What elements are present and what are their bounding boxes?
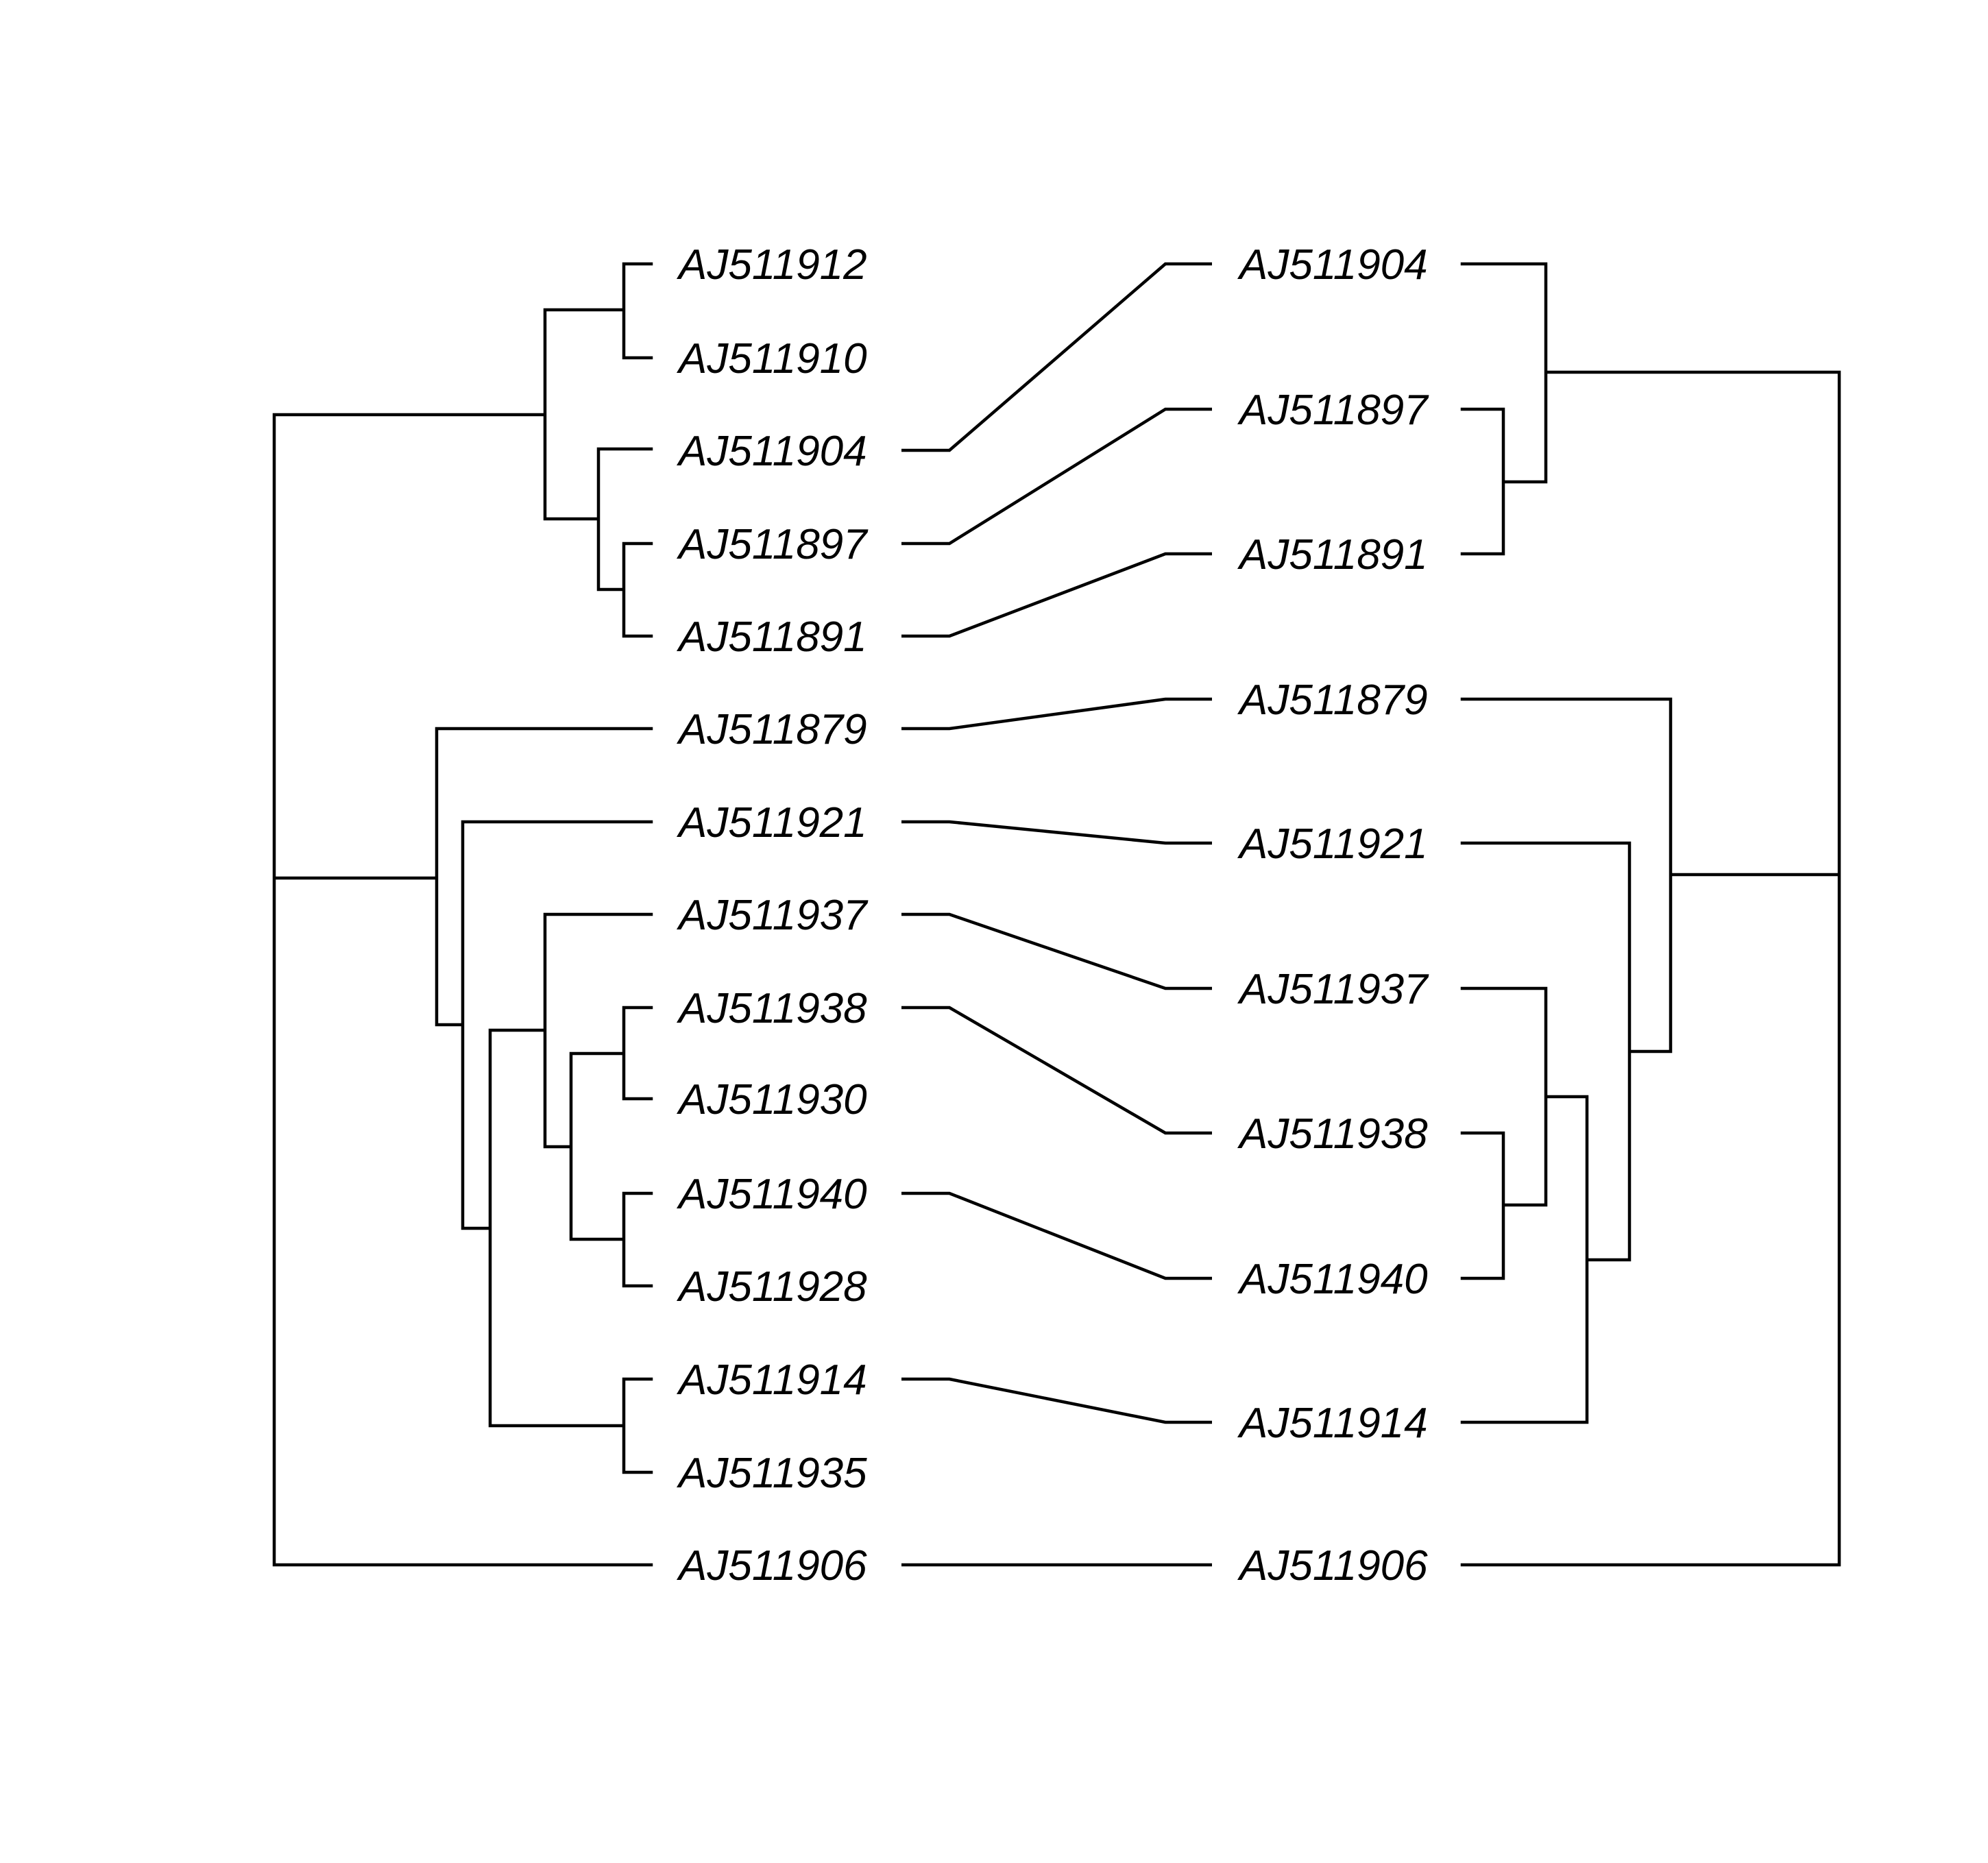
left-tip-label: AJ511891 xyxy=(676,613,867,661)
left-tip-label: AJ511904 xyxy=(676,428,867,475)
right-tip-label: AJ511914 xyxy=(1237,1400,1428,1447)
left-tip-label: AJ511928 xyxy=(676,1263,867,1311)
tip-connections xyxy=(901,262,1212,1567)
left-tip-label: AJ511910 xyxy=(676,335,867,382)
right-tip-label: AJ511879 xyxy=(1237,677,1428,724)
connection-AJ511891 xyxy=(901,552,1212,638)
left-tip-label: AJ511879 xyxy=(676,706,867,753)
left-tip-label: AJ511935 xyxy=(676,1450,867,1497)
right-tree-branches xyxy=(1460,262,1841,1567)
connection-AJ511937 xyxy=(901,912,1212,990)
connection-AJ511938 xyxy=(901,1006,1212,1135)
left-tip-label: AJ511914 xyxy=(676,1356,867,1404)
connection-AJ511921 xyxy=(901,820,1212,845)
left-tip-label: AJ511912 xyxy=(676,241,867,289)
right-tip-label: AJ511940 xyxy=(1237,1256,1428,1303)
connection-AJ511940 xyxy=(901,1191,1212,1280)
left-tree: AJ511912AJ511910AJ511904AJ511897AJ511891… xyxy=(272,241,869,1590)
connection-AJ511904 xyxy=(901,262,1212,452)
right-tip-label: AJ511891 xyxy=(1237,531,1428,579)
right-tree: AJ511904AJ511897AJ511891AJ511879AJ511921… xyxy=(1237,241,1841,1590)
connection-AJ511897 xyxy=(901,407,1212,546)
left-tip-label: AJ511930 xyxy=(676,1076,867,1123)
left-tip-label: AJ511938 xyxy=(676,985,867,1032)
right-tip-label: AJ511906 xyxy=(1237,1542,1428,1590)
connection-AJ511914 xyxy=(901,1377,1212,1424)
right-tip-label: AJ511937 xyxy=(1237,966,1429,1013)
right-tip-label: AJ511921 xyxy=(1237,820,1428,868)
left-tip-label: AJ511921 xyxy=(676,799,867,847)
connection-AJ511879 xyxy=(901,697,1212,731)
right-tip-label: AJ511897 xyxy=(1237,387,1429,434)
left-tree-branches xyxy=(272,262,653,1567)
right-tip-labels: AJ511904AJ511897AJ511891AJ511879AJ511921… xyxy=(1237,241,1429,1590)
right-tip-label: AJ511938 xyxy=(1237,1110,1428,1158)
left-tip-labels: AJ511912AJ511910AJ511904AJ511897AJ511891… xyxy=(676,241,869,1590)
left-tip-label: AJ511897 xyxy=(676,521,869,568)
right-tip-label: AJ511904 xyxy=(1237,241,1428,289)
left-tip-label: AJ511937 xyxy=(676,892,869,939)
left-tip-label: AJ511906 xyxy=(676,1542,867,1590)
left-tip-label: AJ511940 xyxy=(676,1171,867,1218)
